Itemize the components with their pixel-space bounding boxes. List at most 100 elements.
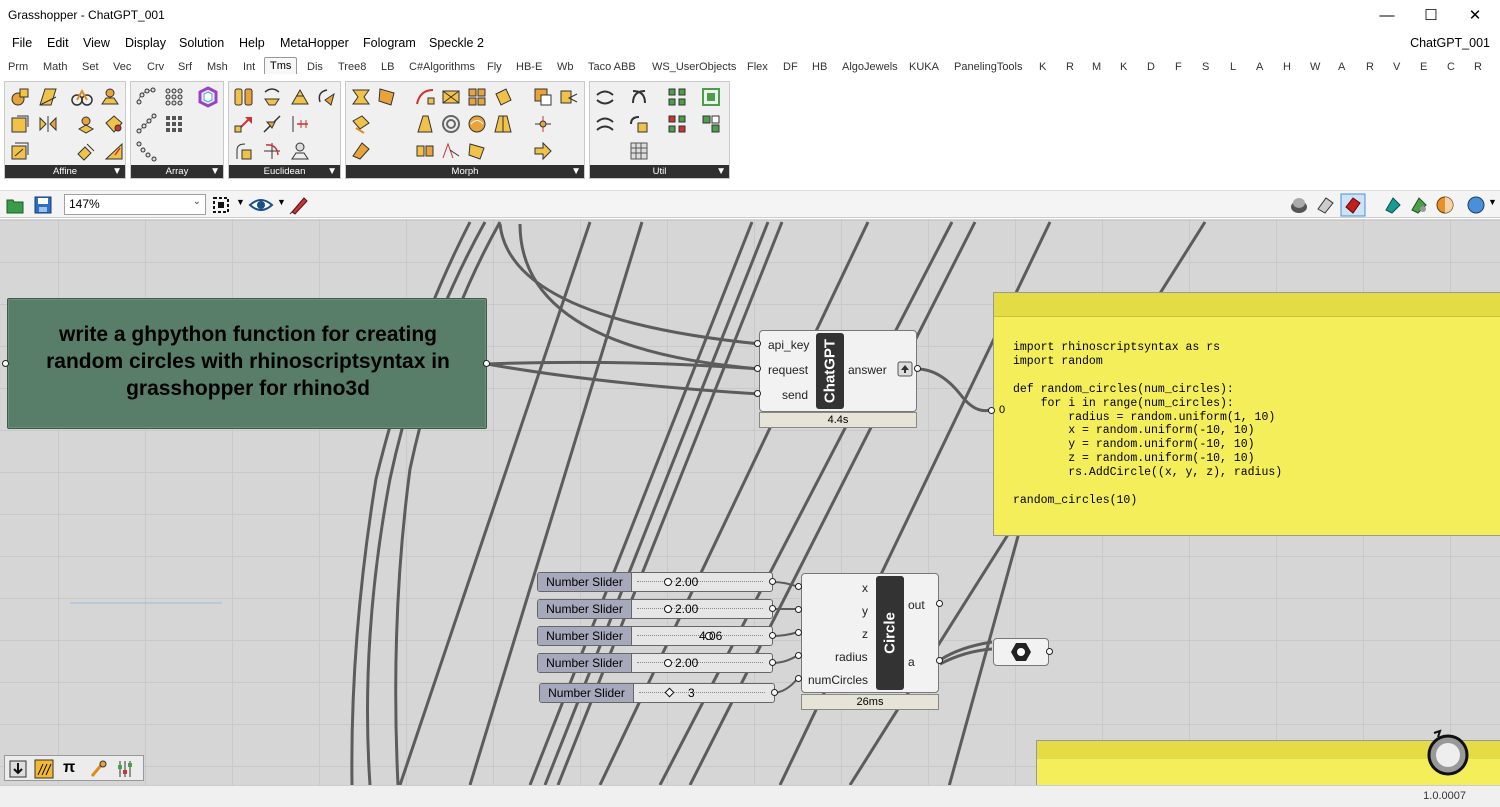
download-icon[interactable] — [8, 759, 28, 779]
split-group-icon[interactable] — [700, 113, 722, 135]
mirror-icon[interactable] — [37, 113, 59, 135]
rotate-3d-icon[interactable] — [261, 140, 283, 162]
scale-icon[interactable] — [9, 86, 31, 108]
tab-tms[interactable]: Tms — [264, 57, 298, 74]
input-request[interactable]: request — [768, 363, 809, 377]
input-numcircles[interactable]: numCircles — [808, 673, 869, 687]
move-to-plane-icon[interactable] — [261, 113, 283, 135]
matrix-grid-icon[interactable] — [628, 140, 650, 162]
menu-solution[interactable]: Solution — [179, 36, 225, 50]
tab-hb-e[interactable]: HB-E — [516, 61, 543, 73]
close-icon[interactable]: ✕ — [1468, 7, 1482, 24]
tab-wb[interactable]: Wb — [557, 61, 574, 73]
slider-output-grip[interactable] — [769, 578, 776, 585]
grip-numcircles[interactable] — [795, 675, 802, 682]
flip-icon[interactable] — [532, 140, 554, 162]
menu-edit[interactable]: Edit — [47, 36, 69, 50]
camera-obscura-icon[interactable] — [103, 113, 125, 135]
splop-icon[interactable] — [440, 140, 462, 162]
menu-fologram[interactable]: Fologram — [363, 36, 416, 50]
inverse-transform-icon[interactable] — [628, 86, 650, 108]
triangle-map-icon[interactable] — [9, 140, 31, 162]
chatgpt-component[interactable]: api_key request send ChatGPT answer — [759, 330, 917, 412]
slider-knob[interactable] — [664, 659, 672, 667]
spatial-deform-icon[interactable] — [440, 113, 462, 135]
tab-m[interactable]: M — [1092, 61, 1102, 73]
polar-array-icon[interactable] — [135, 140, 157, 162]
tab-prm[interactable]: Prm — [8, 61, 29, 73]
merge-group-icon[interactable] — [666, 113, 688, 135]
box-array-icon[interactable] — [163, 113, 185, 135]
tab-r3[interactable]: R — [1474, 61, 1482, 73]
rectangular-array-icon[interactable] — [163, 86, 185, 108]
point-deform-icon[interactable] — [466, 140, 488, 162]
material-teal-icon[interactable] — [1382, 195, 1404, 215]
number-slider-z[interactable]: Number Slider 4.06 — [537, 626, 773, 646]
code-panel-input-grip[interactable] — [988, 407, 995, 414]
slider-output-grip[interactable] — [769, 632, 776, 639]
tab-s[interactable]: S — [1202, 61, 1210, 73]
display-menu-icon[interactable]: ▼ — [1488, 197, 1497, 207]
tab-a[interactable]: A — [1256, 61, 1264, 73]
input-send[interactable]: send — [782, 388, 809, 402]
orient-direction-icon[interactable] — [75, 140, 97, 162]
sliders-transform-icon[interactable] — [532, 113, 554, 135]
align-sliders-icon[interactable] — [115, 759, 135, 779]
tab-msh[interactable]: Msh — [207, 61, 228, 73]
tab-v[interactable]: V — [1393, 61, 1401, 73]
rotate-icon[interactable] — [261, 86, 283, 108]
transform-tool-icon[interactable] — [89, 759, 109, 779]
tab-ws-userobjects[interactable]: WS_UserObjects — [652, 61, 737, 73]
tab-lb[interactable]: LB — [381, 61, 395, 73]
number-slider-radius[interactable]: Number Slider 2.00 — [537, 653, 773, 673]
stretch-icon[interactable] — [350, 113, 372, 135]
preview-wireframe-icon[interactable] — [1314, 195, 1336, 215]
tab-flex[interactable]: Flex — [747, 61, 768, 73]
upload-icon[interactable] — [897, 361, 913, 377]
zoom-dropdown[interactable]: 147%⌄ — [64, 194, 206, 215]
split-transform-icon[interactable] — [666, 86, 688, 108]
input-radius[interactable]: radius — [835, 650, 868, 664]
move-direction-icon[interactable] — [233, 113, 255, 135]
tab-w[interactable]: W — [1310, 61, 1321, 73]
minimize-icon[interactable]: — — [1379, 6, 1395, 24]
grip-out[interactable] — [936, 600, 943, 607]
grip-api-key[interactable] — [754, 340, 761, 347]
grip-request[interactable] — [754, 365, 761, 372]
twisted-box-icon[interactable] — [376, 86, 398, 108]
wire-display-icon[interactable] — [34, 759, 54, 779]
prompt-panel-output-grip[interactable] — [483, 360, 490, 367]
rotate-axis-icon[interactable] — [315, 86, 337, 108]
number-slider-x[interactable]: Number Slider 2.00 — [537, 572, 773, 592]
tab-dis[interactable]: Dis — [307, 61, 323, 73]
code-panel-secondary[interactable] — [1036, 740, 1500, 785]
prompt-panel[interactable]: write a ghpython function for creating r… — [7, 298, 487, 429]
mirror-surface-icon[interactable] — [414, 140, 436, 162]
tab-r2[interactable]: R — [1366, 61, 1374, 73]
kaleidoscope-icon[interactable] — [197, 86, 219, 108]
number-slider-y[interactable]: Number Slider 2.00 — [537, 599, 773, 619]
save-file-icon[interactable] — [33, 195, 53, 215]
grip-z[interactable] — [795, 629, 802, 636]
tab-e[interactable]: E — [1420, 61, 1428, 73]
tab-c[interactable]: C — [1447, 61, 1455, 73]
menu-speckle[interactable]: Speckle 2 — [429, 36, 484, 50]
sporph-icon[interactable] — [466, 113, 488, 135]
map-to-surface-icon[interactable] — [440, 86, 462, 108]
tab-vec[interactable]: Vec — [113, 61, 132, 73]
geometry-param[interactable] — [993, 638, 1049, 666]
tab-taco-abb[interactable]: Taco ABB — [588, 61, 636, 73]
menu-file[interactable]: File — [12, 36, 33, 50]
tab-r[interactable]: R — [1066, 61, 1074, 73]
taper-icon[interactable] — [414, 113, 436, 135]
tab-df[interactable]: DF — [783, 61, 798, 73]
tab-set[interactable]: Set — [82, 61, 99, 73]
input-api-key[interactable]: api_key — [768, 338, 810, 352]
preview-selected-icon[interactable] — [1340, 193, 1366, 217]
prompt-panel-input-grip[interactable] — [2, 360, 9, 367]
slider-knob[interactable] — [664, 578, 672, 586]
tab-int[interactable]: Int — [243, 61, 256, 73]
preview-menu-icon[interactable]: ▼ — [277, 197, 286, 207]
bend-deform-icon[interactable] — [414, 86, 436, 108]
pi-icon[interactable]: π — [63, 759, 76, 776]
